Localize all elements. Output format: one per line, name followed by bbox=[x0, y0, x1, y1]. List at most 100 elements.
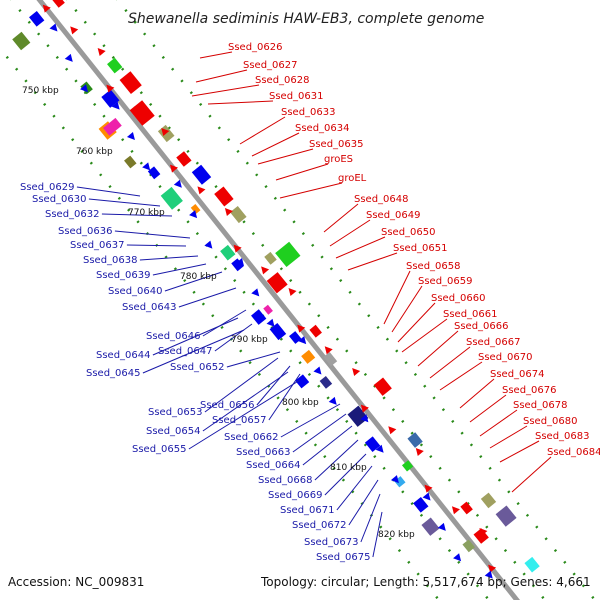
gene-label-Ssed_0644: Ssed_0644 bbox=[96, 350, 151, 361]
gene-feature-38 bbox=[495, 505, 517, 527]
leader-Ssed_0653 bbox=[204, 357, 279, 413]
forward-arrow-10 bbox=[233, 244, 242, 253]
forward-arrow-21 bbox=[479, 528, 488, 536]
gene-feature-12 bbox=[160, 186, 183, 210]
reverse-arrow-11 bbox=[251, 288, 260, 297]
reverse-arrow-10 bbox=[236, 257, 245, 266]
gene-feature-41 bbox=[524, 556, 540, 573]
gene-label-Ssed_0669: Ssed_0669 bbox=[268, 490, 323, 501]
gene-feature-34 bbox=[413, 496, 429, 513]
forward-arrow-19 bbox=[424, 484, 433, 493]
gene-feature-21 bbox=[266, 272, 288, 294]
reverse-arrow-5 bbox=[126, 132, 135, 141]
gene-label-Ssed_0633: Ssed_0633 bbox=[281, 107, 336, 118]
reverse-arrow-19 bbox=[422, 492, 431, 501]
leader-Ssed_0662 bbox=[280, 403, 341, 438]
leader-Ssed_0629 bbox=[76, 186, 141, 197]
gene-feature-23 bbox=[251, 309, 267, 325]
gene-label-Ssed_0684: Ssed_0684 bbox=[547, 447, 600, 458]
gene-label-Ssed_0670: Ssed_0670 bbox=[478, 352, 533, 363]
leader-Ssed_0643 bbox=[178, 287, 237, 308]
leader-groEL bbox=[279, 182, 343, 199]
gene-feature-27 bbox=[319, 375, 333, 389]
leader-Ssed_0651 bbox=[347, 252, 398, 271]
reverse-arrow-7 bbox=[173, 179, 182, 188]
forward-arrow-20 bbox=[451, 506, 460, 515]
leader-Ssed_0657 bbox=[268, 373, 301, 421]
gene-label-Ssed_0652: Ssed_0652 bbox=[170, 362, 225, 373]
gene-label-Ssed_0667: Ssed_0667 bbox=[466, 337, 521, 348]
gene-label-Ssed_0675: Ssed_0675 bbox=[316, 552, 371, 563]
leader-Ssed_0661 bbox=[401, 318, 448, 353]
forward-arrow-7 bbox=[170, 164, 179, 173]
gene-feature-3 bbox=[52, 0, 65, 8]
gene-feature-7 bbox=[101, 89, 120, 108]
reverse-arrow-15 bbox=[328, 396, 337, 405]
leader-Ssed_0636 bbox=[114, 230, 191, 239]
gene-feature-47 bbox=[289, 331, 302, 344]
gene-label-Ssed_0662: Ssed_0662 bbox=[224, 432, 279, 443]
gene-label-Ssed_0678: Ssed_0678 bbox=[513, 400, 568, 411]
leader-Ssed_0631 bbox=[207, 100, 274, 105]
scale-label-8: 820 kbp bbox=[378, 530, 415, 540]
gene-feature-30 bbox=[364, 436, 381, 453]
forward-arrow-9 bbox=[224, 208, 233, 217]
leader-Ssed_0648 bbox=[323, 203, 359, 233]
forward-arrow-14 bbox=[324, 346, 333, 355]
gene-label-Ssed_0646: Ssed_0646 bbox=[146, 331, 201, 342]
reverse-arrow-17 bbox=[375, 444, 384, 453]
gene-label-Ssed_0631: Ssed_0631 bbox=[269, 91, 324, 102]
leader-Ssed_0676 bbox=[469, 394, 507, 423]
leader-Ssed_0658 bbox=[383, 270, 411, 325]
gene-feature-44 bbox=[147, 166, 161, 180]
gene-feature-48 bbox=[309, 324, 322, 338]
gene-features bbox=[12, 0, 540, 579]
leader-Ssed_0670 bbox=[439, 361, 483, 391]
gene-label-Ssed_0645: Ssed_0645 bbox=[86, 368, 141, 379]
leader-Ssed_0684 bbox=[511, 456, 552, 493]
gene-feature-20 bbox=[275, 241, 301, 268]
leader-Ssed_0635 bbox=[257, 148, 314, 165]
gene-label-Ssed_0638: Ssed_0638 bbox=[83, 255, 138, 266]
scale-label-1: 750 kbp bbox=[22, 86, 59, 96]
forward-arrow-6 bbox=[161, 128, 170, 137]
gene-feature-26 bbox=[295, 374, 310, 389]
gene-feature-46 bbox=[269, 323, 287, 341]
guide-track-4 bbox=[115, 0, 597, 600]
gene-label-Ssed_0647: Ssed_0647 bbox=[158, 346, 213, 357]
reverse-arrow-22 bbox=[484, 570, 493, 579]
leader-Ssed_0634 bbox=[251, 132, 300, 157]
leader-Ssed_0638 bbox=[139, 255, 199, 261]
reverse-arrow-1 bbox=[49, 23, 58, 32]
gene-label-Ssed_0650: Ssed_0650 bbox=[381, 227, 436, 238]
gene-label-Ssed_0637: Ssed_0637 bbox=[70, 240, 125, 251]
leader-Ssed_0644 bbox=[152, 317, 239, 356]
leader-Ssed_0663 bbox=[292, 413, 347, 453]
gene-label-Ssed_0680: Ssed_0680 bbox=[523, 416, 578, 427]
leader-Ssed_0669 bbox=[324, 453, 367, 496]
gene-feature-31 bbox=[407, 432, 423, 448]
leader-Ssed_0672 bbox=[348, 479, 379, 526]
gene-feature-13 bbox=[191, 164, 212, 185]
reverse-arrow-6 bbox=[142, 162, 151, 171]
gene-label-Ssed_0672: Ssed_0672 bbox=[292, 520, 347, 531]
gene-feature-10 bbox=[103, 117, 122, 136]
scale-label-6: 800 kbp bbox=[282, 398, 319, 408]
reverse-arrow-2 bbox=[64, 53, 73, 62]
leader-Ssed_0671 bbox=[336, 465, 373, 511]
guide-track-1 bbox=[0, 46, 441, 600]
leader-Ssed_0646 bbox=[202, 309, 247, 337]
leader-Ssed_0659 bbox=[391, 285, 423, 333]
gene-feature-14 bbox=[190, 204, 201, 214]
reverse-arrow-9 bbox=[204, 240, 213, 249]
leader-Ssed_0680 bbox=[489, 425, 528, 449]
gene-label-Ssed_0671: Ssed_0671 bbox=[280, 505, 335, 516]
forward-arrow-18 bbox=[415, 448, 424, 457]
leader-Ssed_0664 bbox=[302, 425, 353, 466]
leader-Ssed_0627 bbox=[195, 69, 248, 83]
leader-Ssed_0630 bbox=[88, 198, 161, 207]
leader-Ssed_0640 bbox=[164, 271, 223, 292]
gene-feature-6 bbox=[107, 57, 123, 74]
gene-label-Ssed_0653: Ssed_0653 bbox=[148, 407, 203, 418]
